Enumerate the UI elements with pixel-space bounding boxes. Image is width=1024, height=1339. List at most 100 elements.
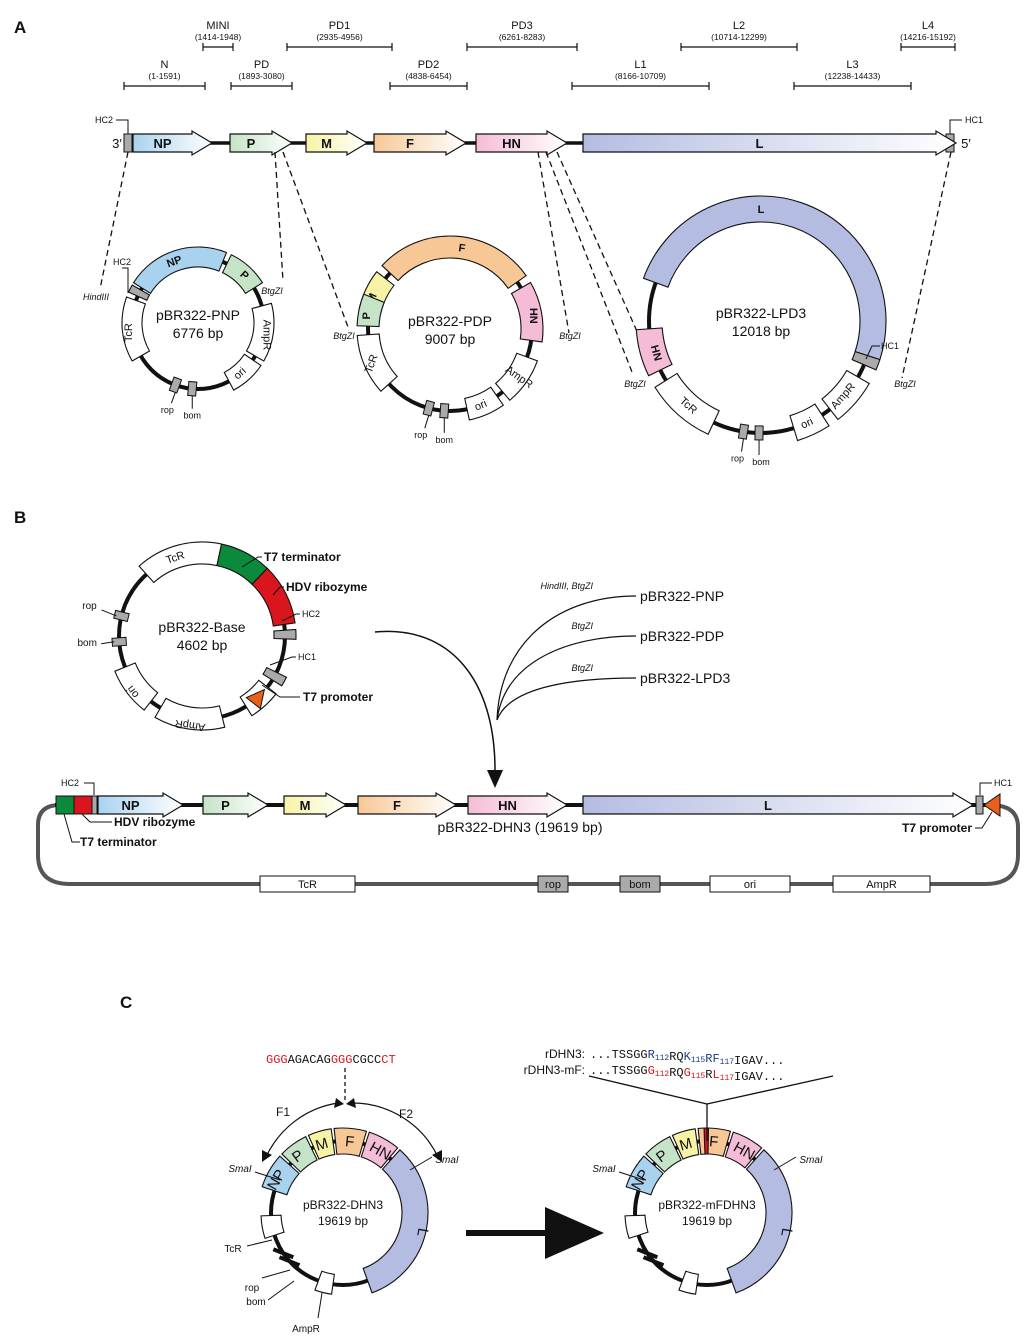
plasmid-lpd3-rop-label: rop	[731, 454, 744, 464]
panel-a: AN(1-1591)MINI(1414-1948)PD(1893-3080)PD…	[14, 18, 983, 467]
plasmid-pdp-hn-label: HN	[527, 308, 539, 324]
c-right-M	[671, 1128, 700, 1160]
seq-rdhn3-label: rDHN3:	[545, 1047, 585, 1061]
final-gene-NP-label: NP	[121, 798, 139, 813]
assembly-curve-1	[496, 595, 637, 721]
gene-M-label: M	[321, 136, 332, 151]
final-backbone-ori-label: ori	[744, 879, 756, 891]
leader	[101, 609, 117, 617]
final-backbone-AmpR	[832, 875, 931, 893]
f2-label: F2	[399, 1107, 413, 1121]
plasmid-pdp-name: pBR322-PDP	[408, 313, 492, 329]
c-right-f-mutation	[703, 1127, 710, 1155]
insert-pBR322-PNP: pBR322-PNP	[640, 588, 724, 604]
base-hdv-ribozyme	[251, 567, 296, 627]
plasmid-lpd3-hn	[635, 327, 673, 377]
leader	[261, 1269, 291, 1279]
final-gene-P-label: P	[221, 798, 230, 813]
gene-HN	[475, 129, 569, 157]
plasmid-pdp-tcr	[356, 333, 399, 393]
plasmid-pdp-f-label: F	[458, 242, 467, 255]
final-t7-terminator-label: T7 terminator	[80, 835, 157, 849]
base-t7-promoter-label: T7 promoter	[303, 690, 373, 704]
plasmid-pnp-ampr	[245, 302, 275, 362]
plasmid-pnp-hindiii: HindIII	[83, 292, 110, 302]
plasmid-pdp-bom-label: bom	[436, 435, 454, 445]
base-ampr	[154, 697, 226, 731]
final-backbone-ori	[709, 875, 791, 893]
final-hdv-label: HDV ribozyme	[114, 815, 196, 829]
leader	[865, 345, 880, 360]
projection-dashed-line	[99, 151, 129, 290]
plasmid-lpd3-name: pBR322-LPD3	[716, 305, 806, 321]
final-gene-F	[357, 791, 458, 819]
fragment-range-PD2: (4838-6454)	[405, 71, 451, 81]
hc2-label: HC2	[95, 115, 113, 125]
fragment-range-L4: (14216-15192)	[900, 32, 956, 42]
gene-HN-label: HN	[502, 136, 521, 151]
c-left-rop-label: rop	[245, 1283, 260, 1294]
base-rop-label: rop	[82, 601, 97, 612]
c-left-F	[333, 1127, 368, 1157]
plasmid-lpd3-bom-label: bom	[752, 457, 770, 467]
final-backbone-rop	[537, 875, 569, 893]
gene-M	[305, 129, 369, 157]
panel-a-label: A	[14, 18, 26, 37]
c-right-rop	[642, 1255, 665, 1268]
assembly-curve-2	[496, 635, 637, 721]
final-hc1-label: HC1	[994, 778, 1012, 788]
leader	[618, 1171, 645, 1181]
projection-dashed-line	[282, 151, 349, 328]
plasmid-lpd3-hc1-label: HC1	[881, 341, 899, 351]
c-left-smai-1: SmaI	[228, 1164, 252, 1175]
insert-sites: HindIII, BtgZI	[540, 581, 593, 591]
genome-5prime: 5′	[961, 136, 971, 151]
plasmid-pnp-tcr-label: TcR	[123, 323, 135, 342]
hc1-label: HC1	[965, 115, 983, 125]
final-gene-M-label: M	[300, 798, 311, 813]
base-ori	[114, 662, 159, 711]
panel-c-label: C	[120, 993, 132, 1012]
final-backbone-AmpR-label: AmpR	[866, 879, 897, 891]
fragment-range-N: (1-1591)	[148, 71, 180, 81]
plasmid-pnp-hc2-label: HC2	[113, 257, 131, 267]
base-hdv-label: HDV ribozyme	[286, 580, 368, 594]
plasmid-lpd3-hc1	[851, 350, 881, 371]
plasmid-lpd3-rop	[737, 423, 750, 440]
gene-L	[582, 129, 958, 157]
final-hc1	[975, 795, 984, 815]
plasmid-pdp-rop	[422, 399, 436, 417]
c-left-M-label: M	[314, 1135, 331, 1155]
plasmid-pnp-ori	[223, 353, 262, 391]
plasmid-pnp-size: 6776 bp	[173, 325, 224, 341]
base-bom-label: bom	[77, 638, 96, 649]
plasmid-pnp-bom	[187, 380, 198, 397]
c-right-F-label: F	[708, 1133, 719, 1151]
c-right-ampr	[678, 1270, 699, 1295]
hc2-box	[123, 133, 133, 153]
leader	[740, 438, 744, 452]
final-gene-HN-label: HN	[498, 798, 517, 813]
leader	[170, 391, 176, 404]
plasmid-pdp-p	[356, 293, 385, 328]
fragment-range-PD3: (6261-8283)	[499, 32, 545, 42]
assembly-curve-3	[496, 677, 637, 721]
base-size: 4602 bp	[177, 637, 228, 653]
fragment-range-L3: (12238-14433)	[825, 71, 881, 81]
final-gene-F-label: F	[393, 798, 401, 813]
plasmid-pnp-p	[221, 253, 264, 295]
leader	[424, 415, 430, 429]
fragment-range-MINI: (1414-1948)	[195, 32, 241, 42]
plasmid-pnp-btgzi: BtgZI	[261, 286, 283, 296]
leader	[63, 813, 80, 843]
primer-sequence: GGGAGACAGGGGCGCCCT	[266, 1053, 396, 1067]
genome-3prime: 3′	[112, 136, 122, 151]
fragment-name-L3: L3	[846, 59, 858, 71]
c-right-bom	[636, 1247, 659, 1260]
insert-pBR322-LPD3: pBR322-LPD3	[640, 670, 730, 686]
assembly-arrowhead	[487, 770, 503, 788]
plasmid-pdp-btgzi-right: BtgZI	[559, 331, 581, 341]
leader	[272, 586, 284, 596]
fragment-name-PD1: PD1	[329, 20, 350, 32]
